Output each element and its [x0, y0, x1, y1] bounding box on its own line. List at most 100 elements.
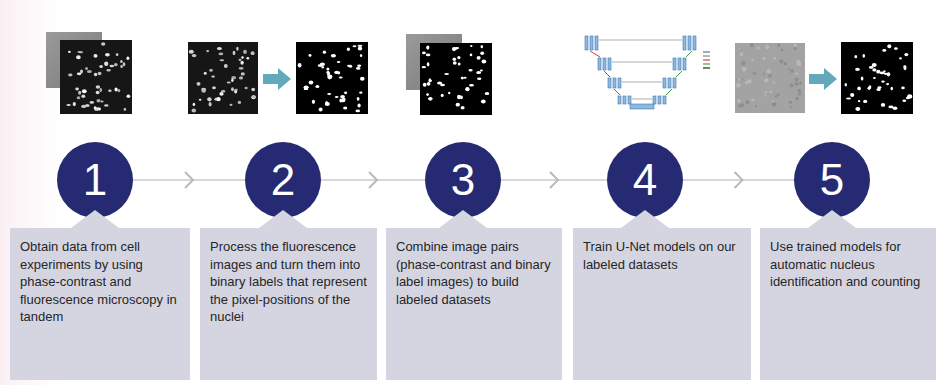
- callout-pointer: [71, 210, 119, 228]
- nucleus-dot: [340, 95, 345, 99]
- nucleus-dot: [899, 57, 902, 59]
- texture-speck: [795, 97, 799, 101]
- nucleus-dot: [189, 50, 194, 54]
- nucleus-dot: [427, 62, 430, 66]
- nucleus-dot: [251, 51, 255, 55]
- nucleus-dot: [894, 47, 898, 50]
- nucleus-dot: [347, 65, 351, 67]
- texture-speck: [757, 46, 760, 49]
- unet-diagram: [585, 36, 710, 109]
- nucleus-dot: [241, 72, 245, 75]
- nucleus-dot: [426, 46, 429, 50]
- nucleus-dot: [481, 45, 483, 48]
- nucleus-dot: [485, 92, 490, 95]
- nucleus-dot: [429, 97, 432, 101]
- texture-speck: [741, 61, 745, 65]
- nucleus-dot: [96, 85, 100, 89]
- nucleus-dot: [120, 60, 123, 63]
- nucleus-dot: [239, 76, 243, 79]
- texture-speck: [790, 106, 792, 108]
- nucleus-dot: [328, 76, 331, 80]
- nucleus-dot: [863, 54, 866, 58]
- nucleus-dot: [82, 89, 87, 93]
- nucleus-dot: [469, 69, 473, 72]
- nucleus-dot: [233, 51, 236, 55]
- texture-speck: [765, 45, 769, 49]
- flow-connector: [133, 172, 245, 188]
- nucleus-dot: [347, 48, 350, 51]
- nucleus-dot: [217, 47, 222, 50]
- callout-box: Use trained models for automatic nucleus…: [760, 228, 936, 380]
- texture-speck: [741, 79, 743, 81]
- step-description: Train U-Net models on our labeled datase…: [583, 238, 742, 273]
- nucleus-dot: [118, 89, 121, 92]
- step-circle: 2: [245, 142, 321, 218]
- texture-speck: [779, 60, 783, 64]
- nucleus-dot: [876, 70, 880, 74]
- texture-speck: [740, 53, 743, 56]
- nucleus-dot: [337, 61, 341, 63]
- texture-speck: [790, 84, 794, 88]
- nucleus-dot: [126, 57, 129, 60]
- step-number: 3: [451, 158, 475, 202]
- nucleus-dot: [423, 83, 427, 87]
- nucleus-dot: [886, 83, 889, 85]
- nucleus-dot: [358, 104, 361, 108]
- nucleus-dot: [349, 65, 352, 68]
- nucleus-dot: [360, 77, 365, 81]
- nucleus-dot: [115, 88, 118, 92]
- nucleus-dot: [104, 104, 108, 106]
- nucleus-dot: [252, 96, 257, 99]
- flow-connector: [501, 172, 607, 188]
- nucleus-dot: [304, 85, 309, 89]
- nucleus-dot: [845, 83, 847, 86]
- nucleus-dot: [464, 77, 467, 79]
- nucleus-dot: [353, 45, 357, 47]
- callout-pointer: [439, 210, 487, 228]
- nucleus-dot: [437, 82, 442, 85]
- nucleus-dot: [482, 60, 487, 64]
- nucleus-dot: [240, 61, 243, 65]
- nucleus-dot: [476, 71, 481, 74]
- texture-speck: [736, 83, 740, 87]
- nucleus-dot: [887, 44, 891, 48]
- nucleus-dot: [120, 65, 122, 68]
- flow-connector: [321, 172, 425, 188]
- texture-speck: [777, 44, 780, 47]
- texture-speck: [788, 68, 790, 70]
- nucleus-dot: [211, 76, 215, 78]
- nucleus-dot: [869, 85, 872, 89]
- nucleus-dot: [360, 54, 362, 57]
- nucleus-dot: [68, 74, 72, 77]
- step-description: Use trained models for automatic nucleus…: [770, 238, 927, 291]
- nucleus-dot: [209, 102, 212, 106]
- nucleus-dot: [470, 54, 473, 57]
- nucleus-dot: [114, 63, 118, 66]
- step-number: 5: [820, 158, 844, 202]
- connector-line: [133, 179, 245, 181]
- nucleus-dot: [207, 97, 211, 101]
- callout-box: Combine image pairs (phase-contrast and …: [386, 228, 562, 380]
- nucleus-dot: [343, 107, 347, 110]
- nucleus-dot: [108, 90, 111, 93]
- nucleus-dot: [219, 92, 223, 96]
- nucleus-dot: [356, 67, 360, 70]
- nucleus-dot: [243, 50, 247, 54]
- nucleus-dot: [883, 70, 885, 72]
- nucleus-dot: [331, 54, 336, 58]
- nucleus-dot: [219, 53, 224, 56]
- nucleus-dot: [192, 54, 197, 57]
- nucleus-dot: [81, 105, 86, 108]
- nucleus-dot: [881, 103, 885, 107]
- nucleus-dot: [428, 97, 433, 100]
- nucleus-dot: [239, 59, 242, 61]
- nucleus-dot: [100, 101, 103, 103]
- nucleus-dot: [298, 63, 302, 67]
- callout-pointer: [621, 210, 669, 228]
- texture-speck: [798, 93, 801, 96]
- nucleus-dot: [888, 106, 893, 109]
- process-arrow: [809, 68, 837, 90]
- nucleus-dot: [197, 82, 201, 86]
- nucleus-dot: [85, 67, 88, 70]
